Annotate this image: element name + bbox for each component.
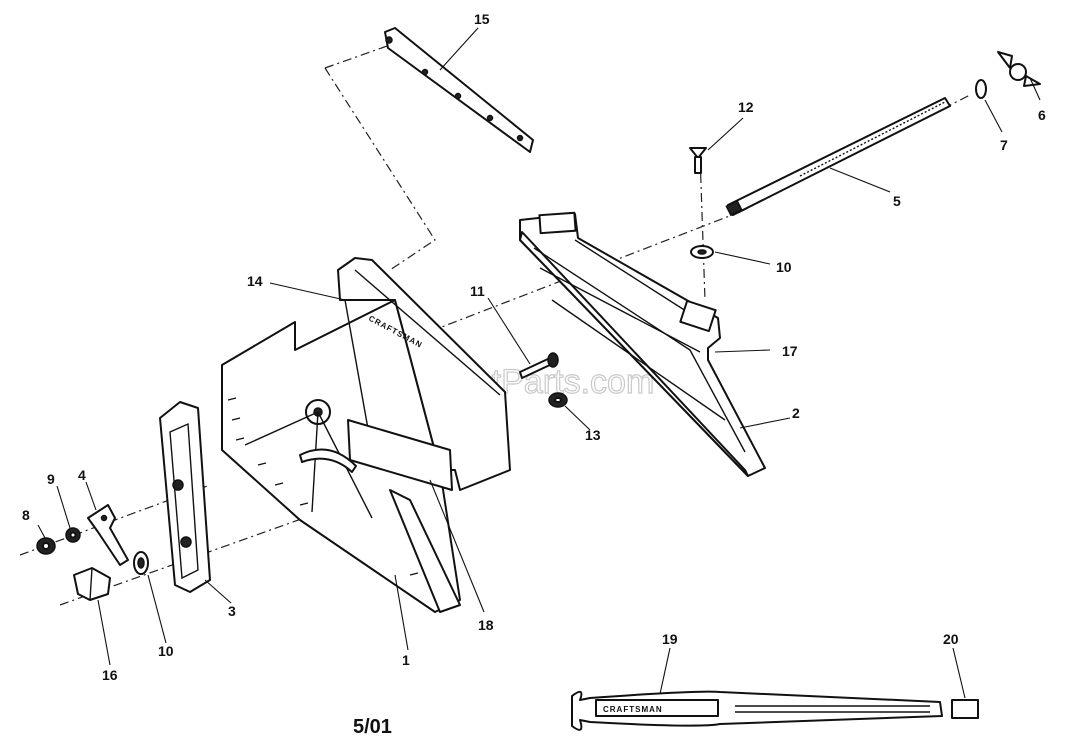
part-11-bolt xyxy=(519,352,559,379)
callout-12: 12 xyxy=(738,99,754,115)
callout-7: 7 xyxy=(1000,137,1008,153)
part-5-threaded-rod xyxy=(725,97,951,217)
callout-17: 17 xyxy=(782,343,798,359)
part-1-miter-base: CRAFTSMAN xyxy=(221,257,511,613)
callout-13: 13 xyxy=(585,427,601,443)
callout-19: 19 xyxy=(662,631,678,647)
part-9-nut xyxy=(65,527,81,543)
part-19-handle: CRAFTSMAN xyxy=(571,690,943,731)
callout-11: 11 xyxy=(470,283,485,299)
part-15-bracket xyxy=(384,27,534,153)
callout-2: 2 xyxy=(792,405,800,421)
part-3-side-plate xyxy=(159,401,211,593)
callout-4: 4 xyxy=(78,467,86,483)
callout-1: 1 xyxy=(402,652,410,668)
handle-brand-text: CRAFTSMAN xyxy=(603,705,663,714)
part-10-washer-upper xyxy=(690,245,714,259)
part-12-screw xyxy=(689,147,707,174)
callout-6: 6 xyxy=(1038,107,1046,123)
callout-15: 15 xyxy=(474,11,490,27)
part-8-nut xyxy=(36,537,56,555)
assembly-centerlines xyxy=(19,44,971,606)
part-20-end-cap xyxy=(951,699,979,719)
callout-8: 8 xyxy=(22,507,30,523)
part-2-fence xyxy=(519,211,766,477)
callout-14: 14 xyxy=(247,273,263,289)
callout-5: 5 xyxy=(893,193,901,209)
part-7-washer xyxy=(975,79,987,99)
callout-9: 9 xyxy=(47,471,55,487)
callout-20: 20 xyxy=(943,631,959,647)
callout-10-lower: 10 xyxy=(158,643,174,659)
part-10-washer-lower xyxy=(133,551,149,575)
callout-10-upper: 10 xyxy=(776,259,792,275)
part-16-knob xyxy=(73,567,111,601)
callout-16: 16 xyxy=(102,667,118,683)
part-4-lever xyxy=(87,504,129,566)
revision-date: 5/01 xyxy=(353,716,392,738)
callout-18: 18 xyxy=(478,617,494,633)
callout-labels: 15 6 7 12 5 10 17 2 11 13 14 18 1 3 16 1… xyxy=(22,11,1046,683)
part-13-nut xyxy=(548,392,568,408)
callout-3: 3 xyxy=(228,603,236,619)
part-6-wing-nut xyxy=(997,51,1041,87)
leader-lines xyxy=(37,27,1041,699)
